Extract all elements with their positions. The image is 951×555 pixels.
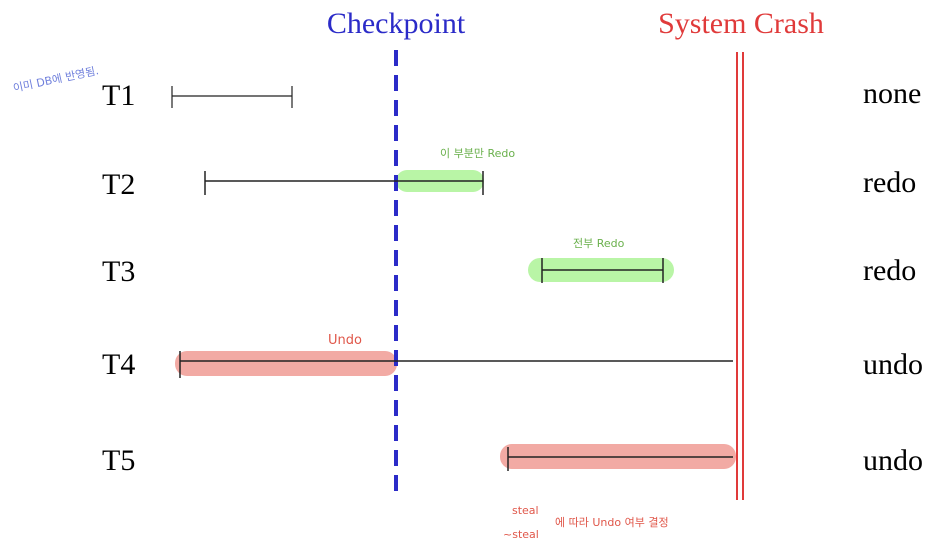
t4-annotation: Undo bbox=[328, 333, 362, 348]
t4-undo-highlight bbox=[175, 351, 397, 376]
system-crash-label: System Crash bbox=[658, 7, 824, 40]
t1-action: none bbox=[863, 77, 921, 110]
t2-annotation: 이 부분만 Redo bbox=[440, 147, 515, 160]
t3-bar bbox=[541, 258, 664, 283]
t4-action: undo bbox=[863, 348, 923, 381]
t2-bar bbox=[204, 171, 484, 195]
t4-bar bbox=[179, 351, 733, 378]
t1-bar bbox=[171, 86, 293, 108]
t1-label: T1 bbox=[102, 79, 135, 112]
t5-label: T5 bbox=[102, 444, 135, 477]
t2-action: redo bbox=[863, 166, 916, 199]
t4-label: T4 bbox=[102, 348, 135, 381]
t3-action: redo bbox=[863, 254, 916, 287]
t5-bar bbox=[507, 447, 733, 471]
t3-annotation: 전부 Redo bbox=[573, 237, 625, 250]
t3-label: T3 bbox=[102, 255, 135, 288]
checkpoint-label: Checkpoint bbox=[327, 7, 466, 40]
steal-annotation-line1: steal bbox=[512, 504, 539, 517]
steal-annotation-line2: ~steal bbox=[503, 528, 539, 541]
steal-annotation-rest: 에 따라 Undo 여부 결정 bbox=[555, 516, 669, 529]
t1-annotation: 이미 DB에 반영됨. bbox=[12, 64, 100, 95]
t5-action: undo bbox=[863, 444, 923, 477]
t2-label: T2 bbox=[102, 168, 135, 201]
